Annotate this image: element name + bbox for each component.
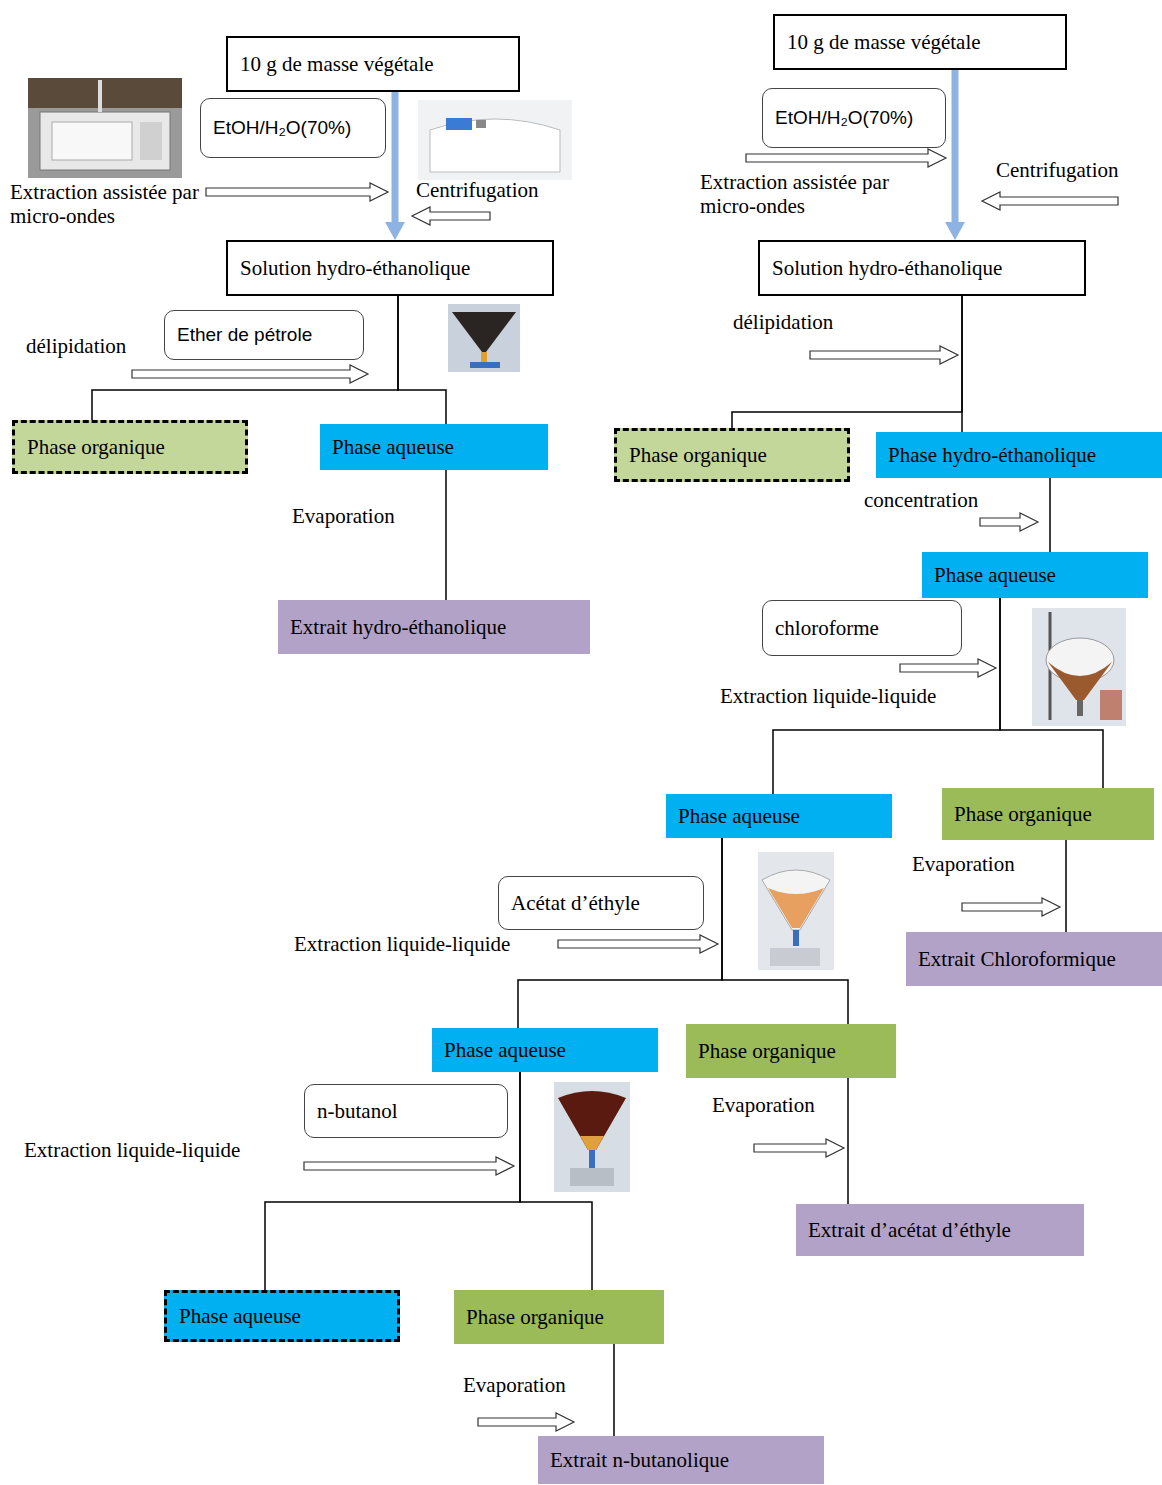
box-text: Extrait d’acétat d’éthyle (808, 1218, 1011, 1242)
sample-box: Solution hydro-éthanolique (758, 240, 1086, 296)
flow-line (445, 470, 447, 600)
box-text: Phase aqueuse (444, 1038, 566, 1062)
box-text: Phase aqueuse (934, 563, 1056, 587)
step-label: Extraction assistée par micro-ondes (10, 180, 202, 228)
box-text: Phase aqueuse (678, 804, 800, 828)
solvent-box: chloroforme (762, 600, 962, 656)
box-text: EtOH/H₂O(70%) (775, 107, 913, 129)
box-text: Extrait hydro-éthanolique (290, 615, 506, 639)
organic-phase-box: Phase organique (686, 1024, 896, 1078)
sample-box: 10 g de masse végétale (226, 36, 520, 92)
funnel-photo (554, 1082, 630, 1192)
flow-arrow (392, 92, 399, 222)
flow-line (520, 1072, 592, 1290)
step-label: Evaporation (712, 1093, 815, 1117)
box-text: Phase organique (954, 802, 1092, 826)
flow-line (518, 838, 722, 1028)
aqueous-phase-box: Phase aqueuse (666, 794, 892, 838)
flow-line (613, 1344, 615, 1436)
step-label: Evaporation (292, 504, 395, 528)
organic-phase-box: Phase organique (454, 1290, 664, 1344)
step-label: Extraction assistée par micro-ondes (700, 170, 892, 218)
step-label: Centrifugation (416, 178, 538, 202)
flow-line (1000, 598, 1103, 788)
step-label: délipidation (733, 310, 833, 334)
box-text: EtOH/H₂O(70%) (213, 117, 351, 139)
box-text: 10 g de masse végétale (787, 30, 981, 54)
sample-box: Solution hydro-éthanolique (226, 240, 554, 296)
box-text: 10 g de masse végétale (240, 52, 434, 76)
box-text: Solution hydro-éthanolique (240, 256, 470, 280)
step-label: Extraction liquide-liquide (24, 1138, 240, 1162)
flow-line (1065, 840, 1067, 932)
aqueous-phase-box: Phase hydro-éthanolique (876, 432, 1162, 478)
solvent-box: EtOH/H₂O(70%) (762, 88, 946, 148)
box-text: Phase organique (698, 1039, 836, 1063)
step-label: Extraction liquide-liquide (294, 932, 510, 956)
step-label: concentration (864, 488, 978, 512)
aqueous-phase-box: Phase aqueuse (320, 424, 548, 470)
organic-phase-box: Phase organique (12, 420, 248, 474)
box-text: chloroforme (775, 616, 879, 640)
extract-box: Extrait d’acétat d’éthyle (796, 1204, 1084, 1256)
box-text: Phase aqueuse (179, 1304, 301, 1328)
flow-line (1049, 478, 1051, 552)
box-text: Extrait n-butanolique (550, 1448, 729, 1472)
flow-line (732, 296, 962, 428)
step-label: délipidation (26, 334, 126, 358)
flow-line (398, 296, 446, 424)
flow-line (847, 1078, 849, 1204)
extract-box: Extrait n-butanolique (538, 1436, 824, 1484)
solvent-box: n-butanol (304, 1084, 508, 1138)
arrow-head (385, 222, 405, 240)
solvent-box: EtOH/H₂O(70%) (200, 98, 386, 158)
flow-line (722, 838, 848, 1024)
step-label: Evaporation (912, 852, 1015, 876)
box-text: Acétat d’éthyle (511, 891, 640, 915)
aqueous-phase-box: Phase aqueuse (432, 1028, 658, 1072)
solvent-box: Ether de pétrole (164, 310, 364, 360)
flow-arrow (952, 70, 959, 222)
box-text: n-butanol (317, 1099, 397, 1123)
aqueous-phase-box: Phase aqueuse (164, 1290, 400, 1342)
box-text: Phase aqueuse (332, 435, 454, 459)
funnel-photo (448, 304, 520, 372)
centrifuge-photo (418, 100, 572, 180)
microwave-photo (28, 78, 182, 178)
organic-phase-box: Phase organique (614, 428, 850, 482)
funnel-photo (758, 852, 834, 970)
sample-box: 10 g de masse végétale (773, 14, 1067, 70)
solvent-box: Acétat d’éthyle (498, 876, 704, 930)
box-text: Phase organique (466, 1305, 604, 1329)
box-text: Ether de pétrole (177, 324, 312, 346)
step-label: Extraction liquide-liquide (720, 684, 936, 708)
extract-box: Extrait hydro-éthanolique (278, 600, 590, 654)
flow-line (92, 296, 398, 420)
extract-box: Extrait Chloroformique (906, 932, 1162, 986)
flow-line (265, 1072, 520, 1290)
box-text: Solution hydro-éthanolique (772, 256, 1002, 280)
arrow-head (945, 222, 965, 240)
step-label: Centrifugation (996, 158, 1118, 182)
box-text: Extrait Chloroformique (918, 947, 1116, 971)
box-text: Phase organique (27, 435, 165, 459)
funnel-photo (1032, 608, 1126, 726)
box-text: Phase organique (629, 443, 767, 467)
step-label: Evaporation (463, 1373, 566, 1397)
organic-phase-box: Phase organique (942, 788, 1154, 840)
aqueous-phase-box: Phase aqueuse (922, 552, 1148, 598)
box-text: Phase hydro-éthanolique (888, 443, 1096, 467)
